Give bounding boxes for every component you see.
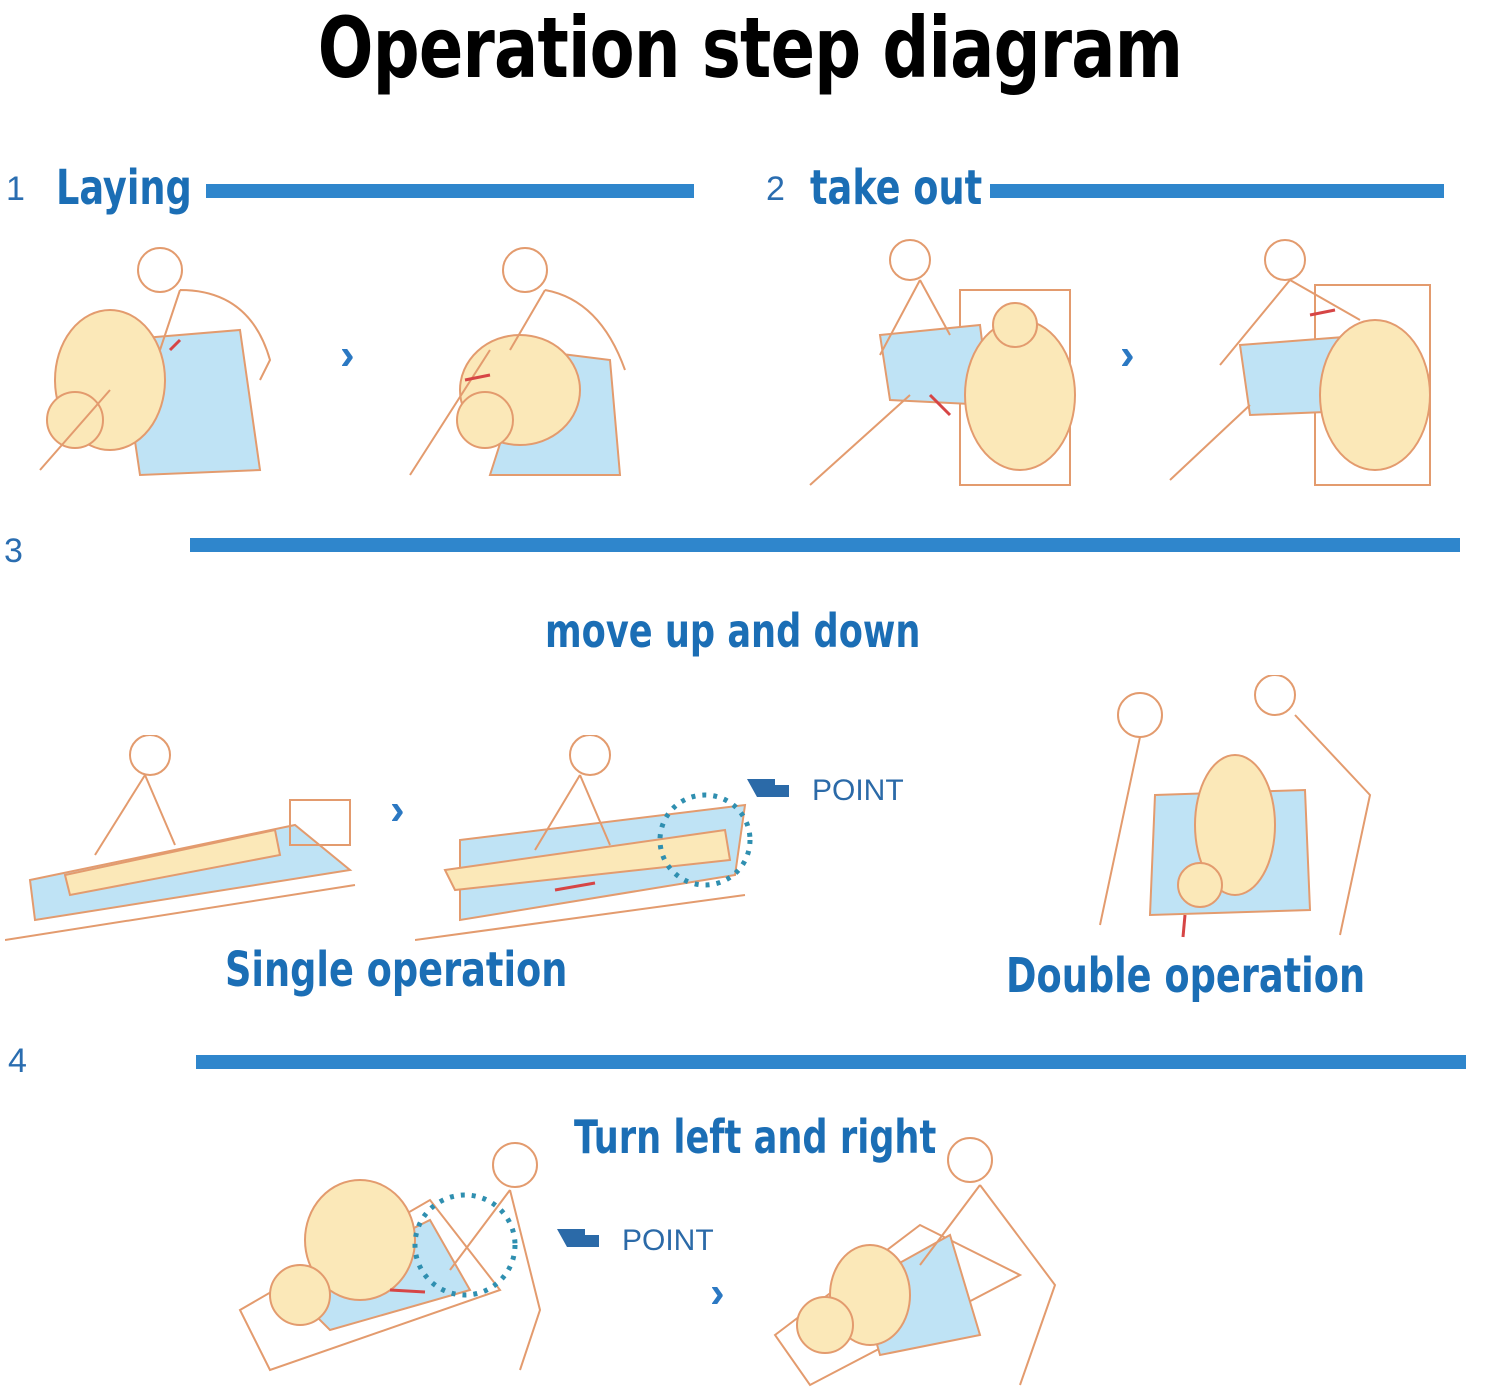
illustration-turn-2	[773, 1137, 1057, 1387]
single-operation-caption: Single operation	[225, 942, 568, 998]
next-arrow-icon: ›	[710, 1268, 725, 1317]
point-hand-icon	[745, 775, 795, 801]
next-arrow-icon: ›	[340, 330, 355, 379]
step-3-heading: move up and down	[545, 604, 921, 658]
double-operation-caption: Double operation	[1006, 948, 1366, 1004]
illustration-take-out-1	[809, 239, 1076, 486]
illustration-double-operation	[1099, 675, 1372, 938]
step-4-divider	[196, 1055, 1466, 1069]
step-2-divider	[990, 184, 1444, 198]
step-3-number: 3	[4, 532, 23, 570]
step-4-heading: Turn left and right	[574, 1110, 937, 1164]
illustration-single-operation-1	[5, 735, 356, 941]
next-arrow-icon: ›	[390, 785, 405, 834]
illustration-take-out-2	[1169, 239, 1431, 486]
point-hand-icon	[555, 1225, 605, 1251]
illustration-laying-2	[409, 247, 626, 476]
step-2-number: 2	[766, 170, 785, 208]
step-2-heading: take out	[810, 160, 983, 216]
step-1-heading: Laying	[56, 160, 192, 216]
step-3-divider	[190, 538, 1460, 552]
illustration-single-operation-2	[415, 735, 753, 941]
step-1-number: 1	[6, 170, 25, 208]
point-label: POINT	[812, 774, 904, 807]
illustration-laying-1	[39, 247, 272, 477]
page-title: Operation step diagram	[317, 0, 1183, 97]
illustration-turn-1	[238, 1142, 542, 1372]
step-1-divider	[206, 184, 694, 198]
next-arrow-icon: ›	[1120, 330, 1135, 379]
step-4-number: 4	[8, 1042, 27, 1080]
point-label: POINT	[622, 1224, 714, 1257]
